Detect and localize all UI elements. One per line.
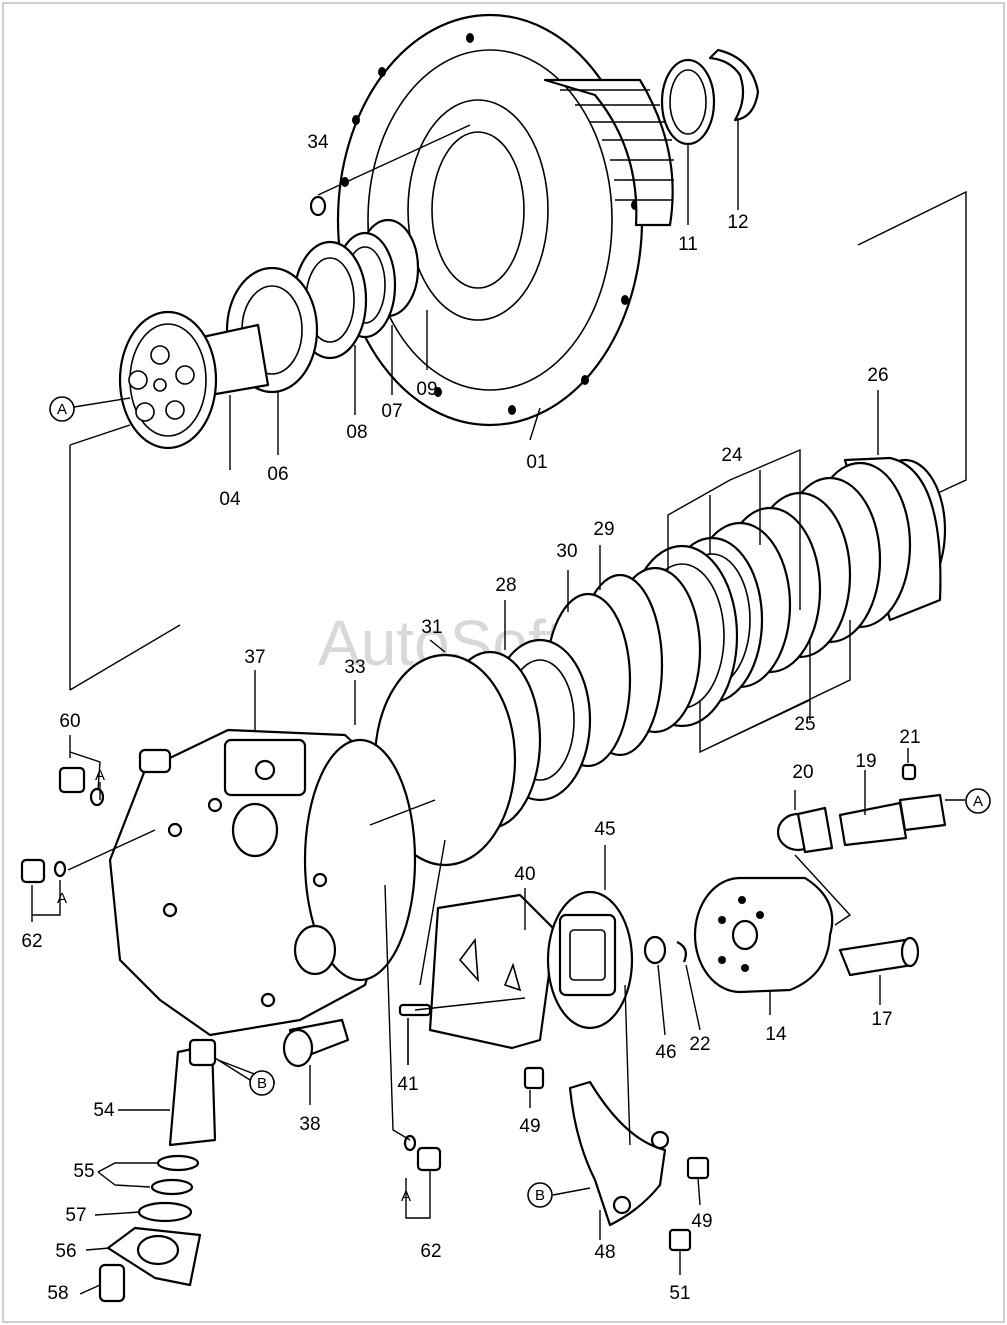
label-51: 51	[669, 1283, 690, 1304]
label-08: 08	[346, 422, 367, 443]
label-07: 07	[381, 401, 402, 422]
ref-circle-a-top-label: A	[57, 401, 67, 418]
label-20: 20	[792, 762, 813, 783]
lever-48	[568, 1080, 670, 1227]
plug-62	[20, 858, 67, 884]
o-ring-small	[309, 195, 327, 217]
label-62-left: 62	[21, 931, 42, 952]
fitting-54	[168, 1038, 217, 1147]
bolt-58	[98, 1263, 126, 1303]
label-60: 60	[59, 711, 80, 732]
o-ring-57	[137, 1201, 193, 1223]
bolt-49a	[523, 1066, 545, 1090]
label-06: 06	[267, 464, 288, 485]
valve-plate	[428, 893, 557, 1050]
spring-20	[776, 806, 834, 854]
bolt-38	[282, 1018, 350, 1068]
plate-stack	[608, 461, 912, 734]
seal-ring	[660, 58, 716, 146]
label-33: 33	[344, 657, 365, 678]
label-12: 12	[727, 212, 748, 233]
label-49-left: 49	[519, 1116, 540, 1137]
plug-60	[58, 766, 105, 807]
label-25: 25	[794, 714, 815, 735]
label-09: 09	[416, 379, 437, 400]
label-41: 41	[397, 1074, 418, 1095]
label-21: 21	[899, 727, 920, 748]
label-45: 45	[594, 819, 615, 840]
label-56: 56	[55, 1241, 76, 1262]
label-37: 37	[244, 647, 265, 668]
label-54: 54	[93, 1100, 115, 1121]
hub-housing	[336, 13, 674, 427]
motor-casing	[108, 728, 417, 1037]
reference-markers: A A B B A A A	[49, 396, 991, 1208]
label-55: 55	[73, 1161, 94, 1182]
bolt-51	[668, 1228, 692, 1252]
ref-circle-b-lower	[527, 1182, 553, 1208]
label-29: 29	[593, 519, 614, 540]
label-24: 24	[721, 445, 743, 466]
label-22: 22	[689, 1034, 710, 1055]
label-28: 28	[495, 575, 516, 596]
ref-circle-a-right	[965, 788, 991, 814]
spindle	[838, 936, 920, 977]
label-38: 38	[299, 1114, 320, 1135]
ref-circle-a-right-label: A	[973, 793, 983, 810]
label-58: 58	[47, 1283, 68, 1304]
ref-letter-a-upper: A	[95, 767, 105, 784]
label-57: 57	[65, 1205, 86, 1226]
bolt-49b	[686, 1156, 710, 1180]
plug-21	[901, 763, 917, 781]
ref-letter-a-left: A	[57, 890, 67, 907]
leader-lines	[31, 120, 967, 1295]
label-48: 48	[594, 1242, 615, 1263]
ring-55a	[156, 1154, 200, 1172]
shaft-gear	[118, 310, 270, 450]
label-46: 46	[655, 1042, 676, 1063]
ref-circle-b-left	[249, 1070, 275, 1096]
ref-letter-a-bottom: A	[401, 1188, 411, 1205]
label-11: 11	[678, 234, 698, 255]
bearing-stack	[225, 218, 420, 394]
flange-56	[106, 1226, 202, 1287]
label-30: 30	[556, 541, 577, 562]
label-31: 31	[421, 617, 442, 638]
label-40: 40	[514, 864, 535, 885]
label-49-right: 49	[691, 1211, 712, 1232]
spring-case	[693, 876, 834, 994]
label-19: 19	[855, 751, 876, 772]
ref-circle-a-top	[49, 396, 75, 422]
label-04: 04	[219, 489, 241, 510]
washer-46	[643, 935, 667, 965]
label-62-bottom: 62	[420, 1241, 441, 1262]
callout-labels: 01 04 06 07 08 09 11 12 14 17 19 20 21 2…	[21, 132, 920, 1304]
label-14: 14	[765, 1024, 787, 1045]
label-34: 34	[307, 132, 329, 153]
valve-19	[838, 793, 947, 847]
ref-circle-b-lower-label: B	[535, 1187, 545, 1204]
label-26: 26	[867, 365, 888, 386]
cylinder-block	[546, 890, 634, 1030]
ring-22	[676, 941, 687, 963]
snap-ring	[708, 48, 760, 122]
ref-circle-b-left-label: B	[257, 1075, 267, 1092]
plug-62-lower	[403, 1134, 442, 1172]
label-01: 01	[526, 452, 547, 473]
label-17: 17	[871, 1009, 892, 1030]
ring-55b	[150, 1178, 194, 1196]
